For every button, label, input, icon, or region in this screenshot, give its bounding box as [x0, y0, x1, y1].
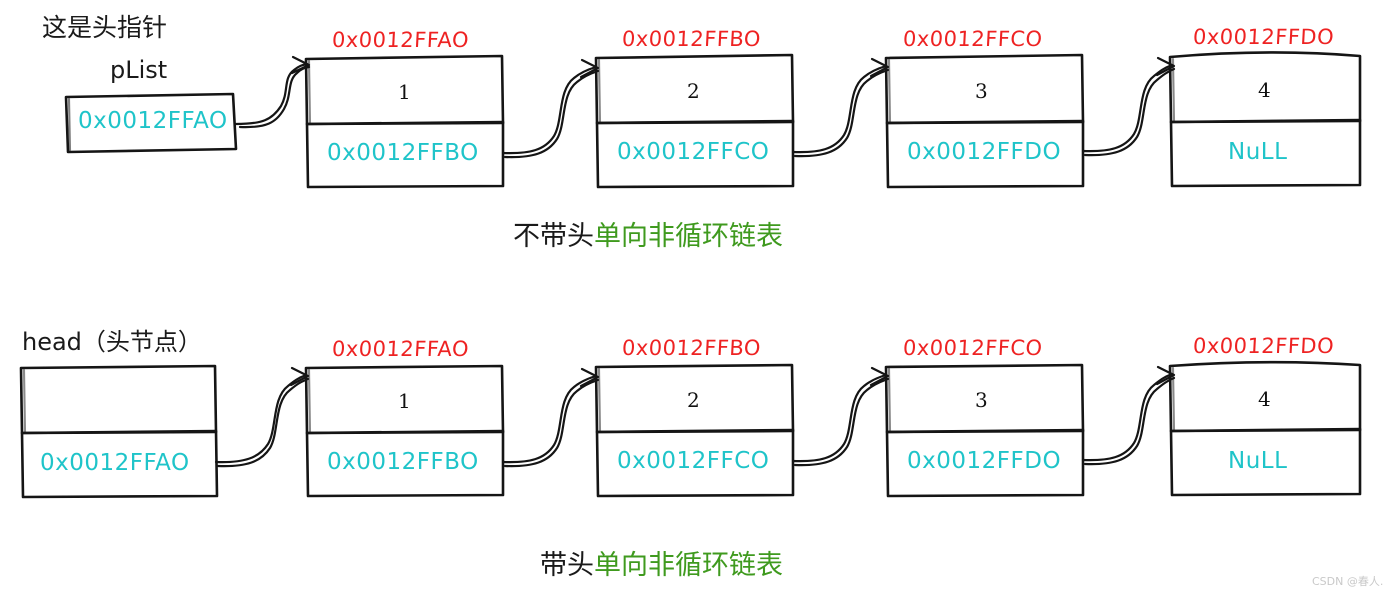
- node-next-1-row2: 0x0012FFBO: [327, 449, 479, 475]
- csdn-watermark: CSDN @春人.: [1312, 575, 1384, 588]
- head-node-box-row2: [19, 364, 219, 499]
- node-next-1-row1: 0x0012FFBO: [327, 140, 479, 166]
- arrow-node2-to-node3: [791, 57, 890, 158]
- node-box-3-row2: [884, 363, 1085, 498]
- node-address-1-row2: 0x0012FFAO: [331, 337, 470, 361]
- node-next-4-row2: NuLL: [1228, 448, 1288, 474]
- node-address-1-row1: 0x0012FFAO: [331, 28, 470, 52]
- arrow-node3-to-node4-row2: [1081, 365, 1176, 466]
- node-next-2-row2: 0x0012FFCO: [617, 448, 770, 474]
- node-data-2-row1: 2: [687, 79, 700, 103]
- node-address-3-row2: 0x0012FFCO: [902, 336, 1044, 360]
- caption-row2: 带头单向非循环链表: [540, 543, 783, 582]
- arrow-head-to-node1-row2: [214, 366, 310, 468]
- node-address-4-row1: 0x0012FFDO: [1192, 25, 1335, 49]
- caption-row2-suffix: 单向非循环链表: [594, 550, 783, 581]
- node-box-4-row1: [1168, 51, 1362, 188]
- node-data-3-row1: 3: [975, 79, 988, 103]
- arrow-node2-to-node3-row2: [791, 366, 890, 467]
- node-data-1-row1: 1: [398, 80, 411, 104]
- node-next-4-row1: NuLL: [1228, 139, 1288, 165]
- caption-row1-prefix: 不带头: [513, 221, 594, 252]
- node-address-3-row1: 0x0012FFCO: [902, 27, 1044, 51]
- node-box-1-row1: [304, 54, 505, 189]
- node-address-2-row2: 0x0012FFBO: [621, 336, 762, 360]
- caption-row2-prefix: 带头: [540, 550, 594, 581]
- node-data-2-row2: 2: [687, 388, 700, 412]
- node-box-4-row2: [1168, 360, 1362, 497]
- node-next-3-row1: 0x0012FFDO: [907, 139, 1062, 165]
- caption-row1: 不带头单向非循环链表: [513, 214, 783, 253]
- node-box-2-row2: [594, 363, 795, 498]
- node-next-2-row1: 0x0012FFCO: [617, 139, 770, 165]
- node-data-4-row2: 4: [1258, 387, 1271, 411]
- caption-row1-suffix: 单向非循环链表: [594, 221, 783, 252]
- node-data-1-row2: 1: [398, 389, 411, 413]
- node-address-4-row2: 0x0012FFDO: [1192, 334, 1335, 358]
- node-box-3-row1: [884, 53, 1085, 189]
- arrow-node1-to-node2: [501, 58, 600, 159]
- head-node-title-row2: head（头节点）: [22, 328, 202, 356]
- node-box-2-row1: [594, 53, 795, 189]
- arrow-node3-to-node4: [1081, 56, 1176, 157]
- node-data-4-row1: 4: [1258, 78, 1271, 102]
- node-data-3-row2: 3: [975, 388, 988, 412]
- node-address-2-row1: 0x0012FFBO: [621, 27, 762, 51]
- plist-label: pList: [110, 56, 168, 84]
- head-node-next-row2: 0x0012FFAO: [40, 450, 190, 476]
- arrow-node1-to-node2-row2: [501, 367, 600, 468]
- head-pointer-title-row1: 这是头指针: [42, 13, 168, 42]
- plist-pointer-box: [64, 92, 238, 154]
- node-next-3-row2: 0x0012FFDO: [907, 448, 1062, 474]
- node-box-1-row2: [304, 364, 505, 498]
- arrow-plist-to-node1: [234, 55, 311, 129]
- plist-value: 0x0012FFAO: [78, 108, 228, 134]
